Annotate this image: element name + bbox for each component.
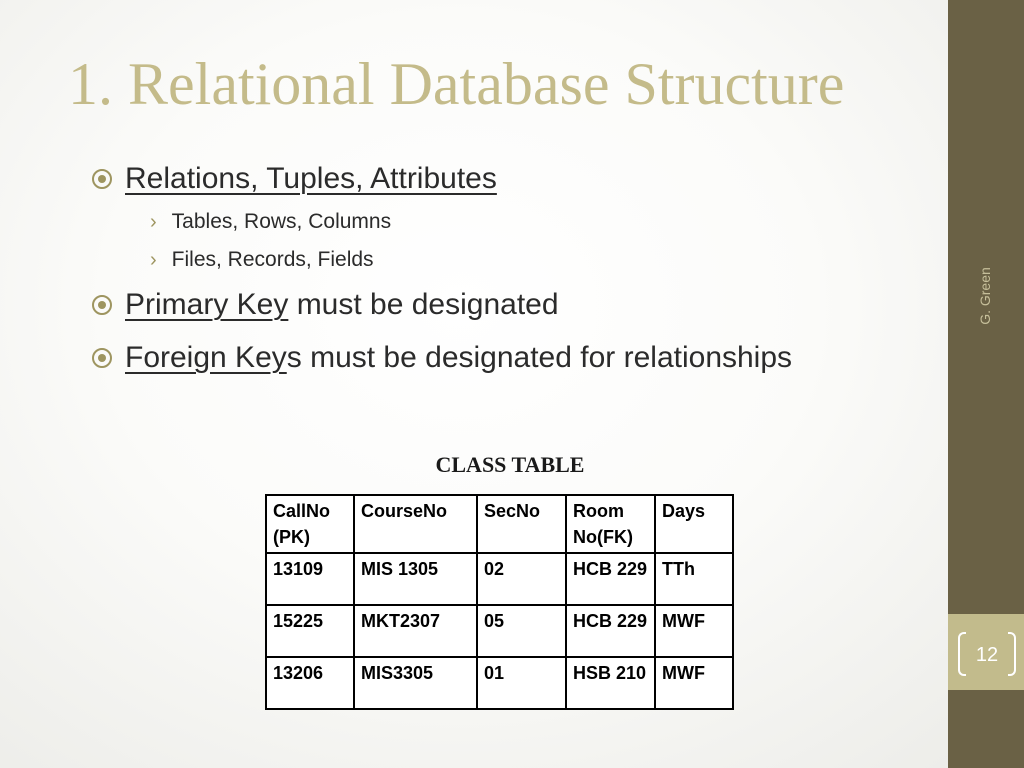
table-cell: TTh <box>654 552 734 606</box>
sub-bullet-item: › Files, Records, Fields <box>150 245 374 275</box>
table-cell: 15225 <box>265 604 355 658</box>
table-cell: 02 <box>476 552 567 606</box>
table-row: 13109 MIS 1305 02 HCB 229 TTh <box>265 552 734 606</box>
table-header-row: CallNo (PK) CourseNo SecNo Room No(FK) D… <box>265 494 734 554</box>
table-cell: 13109 <box>265 552 355 606</box>
bullet-underlined-text: Relations, Tuples, Attributes <box>125 162 497 195</box>
right-brace-icon <box>1008 632 1016 676</box>
table-header-cell: CourseNo <box>353 494 478 554</box>
bullet-underlined-text: Foreign Key <box>125 341 287 374</box>
slide-title: 1. Relational Database Structure <box>68 51 845 117</box>
sub-bullet-text: Files, Records, Fields <box>171 248 374 271</box>
chevron-right-icon: › <box>150 210 157 233</box>
table-caption: CLASS TABLE <box>435 452 585 477</box>
bullet-text: must be designated <box>288 288 559 321</box>
bullet-text: s must be designated for relationships <box>286 341 793 374</box>
table-row: 13206 MIS3305 01 HSB 210 MWF <box>265 656 734 710</box>
circle-target-icon <box>92 169 112 189</box>
page-number: 12 <box>975 643 999 666</box>
circle-target-icon <box>92 295 112 315</box>
table-header-cell: Room No(FK) <box>565 494 656 554</box>
page-number-box <box>948 614 1024 690</box>
class-table: CallNo (PK) CourseNo SecNo Room No(FK) D… <box>265 494 734 710</box>
bullet-item-relations: Relations, Tuples, Attributes <box>92 159 497 199</box>
bullet-item-foreign-keys: Foreign Key s must be designated for rel… <box>92 338 792 378</box>
table-cell: MIS 1305 <box>353 552 478 606</box>
chevron-right-icon: › <box>150 248 157 271</box>
table-cell: HSB 210 <box>565 656 656 710</box>
table-cell: MKT2307 <box>353 604 478 658</box>
sub-bullet-item: › Tables, Rows, Columns <box>150 207 391 237</box>
table-header-cell: SecNo <box>476 494 567 554</box>
left-brace-icon <box>958 632 966 676</box>
table-header-cell: Days <box>654 494 734 554</box>
table-cell: MWF <box>654 656 734 710</box>
table-cell: HCB 229 <box>565 552 656 606</box>
bullet-item-primary-key: Primary Key must be designated <box>92 285 559 325</box>
table-cell: 01 <box>476 656 567 710</box>
table-cell: 13206 <box>265 656 355 710</box>
table-cell: MIS3305 <box>353 656 478 710</box>
table-cell: HCB 229 <box>565 604 656 658</box>
bullet-underlined-text: Primary Key <box>125 288 289 321</box>
table-header-cell: CallNo (PK) <box>265 494 355 554</box>
sub-bullet-text: Tables, Rows, Columns <box>171 210 392 233</box>
table-cell: 05 <box>476 604 567 658</box>
table-cell: MWF <box>654 604 734 658</box>
circle-target-icon <box>92 348 112 368</box>
author-label: G. Green <box>977 267 993 325</box>
table-row: 15225 MKT2307 05 HCB 229 MWF <box>265 604 734 658</box>
